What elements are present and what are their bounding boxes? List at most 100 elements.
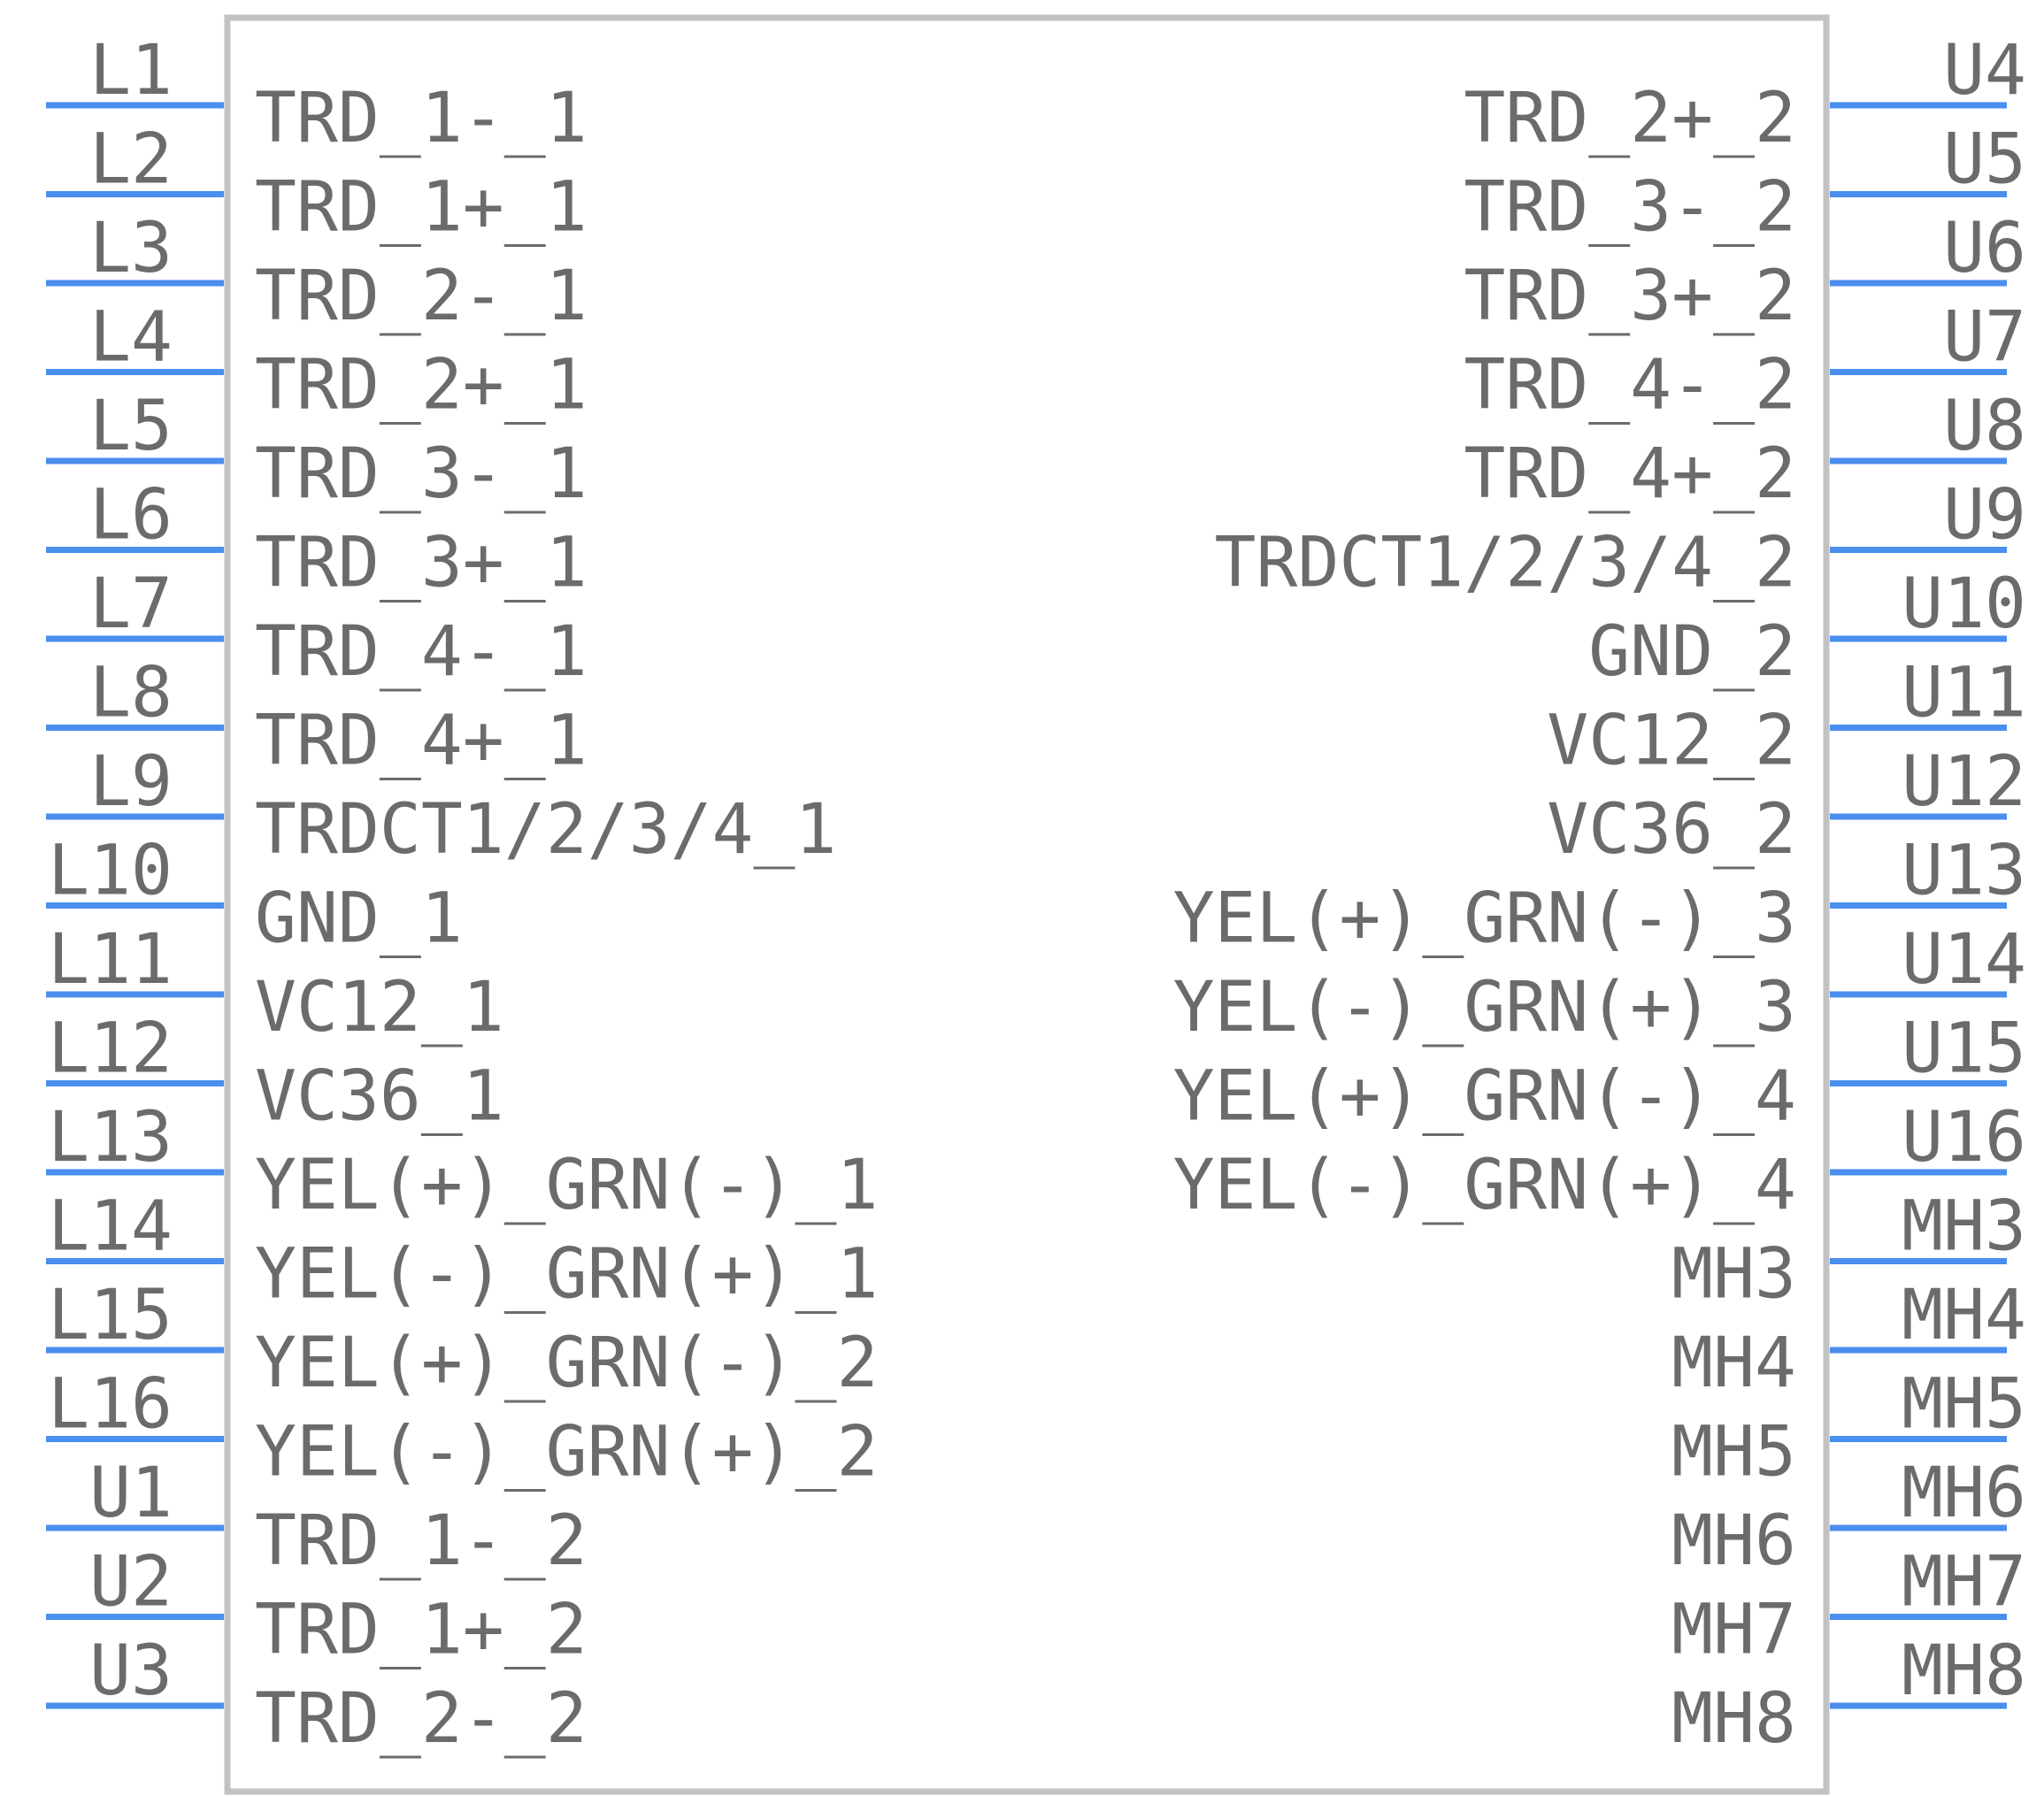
pin-number: U10 bbox=[1902, 564, 2026, 644]
pin-signal-name: YEL(+)_GRN(-)_1 bbox=[255, 1146, 878, 1225]
pin-number: L2 bbox=[89, 120, 173, 200]
pin-signal-name: TRD_3+_2 bbox=[1464, 257, 1796, 336]
pin-number: U7 bbox=[1943, 298, 2026, 378]
pin-signal-name: TRD_1-_2 bbox=[255, 1501, 588, 1581]
pin-number: U13 bbox=[1902, 832, 2026, 911]
left-pin-group: L1TRD_1-_1L2TRD_1+_1L3TRD_2-_1L4TRD_2+_1… bbox=[46, 31, 878, 1759]
pin-signal-name: YEL(-)_GRN(+)_1 bbox=[255, 1235, 878, 1315]
pin-number: U4 bbox=[1943, 31, 2026, 111]
pin-signal-name: TRD_3-_2 bbox=[1464, 168, 1796, 248]
pin-number: L9 bbox=[89, 742, 173, 822]
pin-signal-name: TRD_2+_1 bbox=[255, 346, 588, 426]
pin-signal-name: TRD_1+_1 bbox=[255, 168, 588, 248]
pin-number: L12 bbox=[48, 1009, 173, 1089]
pin-number: U15 bbox=[1902, 1009, 2026, 1089]
pin-signal-name: TRD_2-_1 bbox=[255, 257, 588, 336]
pin-number: L14 bbox=[48, 1187, 173, 1267]
pin-signal-name: TRD_4-_2 bbox=[1464, 346, 1796, 426]
component-body bbox=[224, 14, 1830, 1795]
pin-number: L3 bbox=[89, 209, 173, 288]
pin-number: U3 bbox=[89, 1631, 173, 1711]
pin-signal-name: TRDCT1/2/3/4_1 bbox=[255, 790, 836, 870]
pin-number: L11 bbox=[48, 920, 173, 1000]
pin-signal-name: GND_1 bbox=[255, 879, 463, 959]
pin-number: L13 bbox=[48, 1098, 173, 1178]
pin-signal-name: TRD_2+_2 bbox=[1464, 79, 1796, 158]
pin-signal-name: TRD_3-_1 bbox=[255, 434, 588, 514]
pin-number: U14 bbox=[1902, 920, 2026, 1000]
pin-number: MH6 bbox=[1902, 1454, 2026, 1533]
pin-signal-name: MH6 bbox=[1671, 1501, 1796, 1581]
pin-number: U2 bbox=[89, 1543, 173, 1623]
pin-number: U16 bbox=[1902, 1098, 2026, 1178]
pin-number: MH7 bbox=[1902, 1543, 2026, 1623]
pin-number: MH8 bbox=[1902, 1631, 2026, 1711]
pin-signal-name: GND_2 bbox=[1588, 612, 1796, 692]
pin-signal-name: VC36_2 bbox=[1547, 790, 1796, 870]
pin-signal-name: VC12_2 bbox=[1547, 702, 1796, 781]
pin-number: MH4 bbox=[1902, 1276, 2026, 1355]
pin-number: U8 bbox=[1943, 387, 2026, 466]
pin-number: U9 bbox=[1943, 476, 2026, 556]
pin-number: U6 bbox=[1943, 209, 2026, 288]
pin-signal-name: VC36_1 bbox=[255, 1057, 504, 1137]
pin-signal-name: TRD_1-_1 bbox=[255, 79, 588, 158]
pin-number: U11 bbox=[1902, 654, 2026, 733]
pin-signal-name: TRD_4-_1 bbox=[255, 612, 588, 692]
pin-signal-name: YEL(+)_GRN(-)_3 bbox=[1173, 879, 1796, 959]
pin-number: L4 bbox=[89, 298, 173, 378]
pin-signal-name: YEL(-)_GRN(+)_4 bbox=[1173, 1146, 1796, 1225]
pin-signal-name: YEL(-)_GRN(+)_2 bbox=[255, 1413, 878, 1493]
pin-number: U1 bbox=[89, 1454, 173, 1533]
pin-signal-name: MH8 bbox=[1671, 1679, 1796, 1759]
pin-number: L6 bbox=[89, 476, 173, 556]
pin-signal-name: MH7 bbox=[1671, 1591, 1796, 1670]
pin-number: L1 bbox=[89, 31, 173, 111]
pin-number: L5 bbox=[89, 387, 173, 466]
pin-number: L8 bbox=[89, 654, 173, 733]
pin-signal-name: TRDCT1/2/3/4_2 bbox=[1215, 524, 1796, 603]
pin-number: L15 bbox=[48, 1276, 173, 1355]
pin-number: L16 bbox=[48, 1365, 173, 1445]
pin-signal-name: VC12_1 bbox=[255, 968, 504, 1048]
pin-signal-name: TRD_3+_1 bbox=[255, 524, 588, 603]
pin-signal-name: YEL(+)_GRN(-)_2 bbox=[255, 1324, 878, 1403]
pin-number: U12 bbox=[1902, 742, 2026, 822]
pin-signal-name: MH5 bbox=[1671, 1413, 1796, 1493]
pin-number: MH3 bbox=[1902, 1187, 2026, 1267]
pin-number: U5 bbox=[1943, 120, 2026, 200]
